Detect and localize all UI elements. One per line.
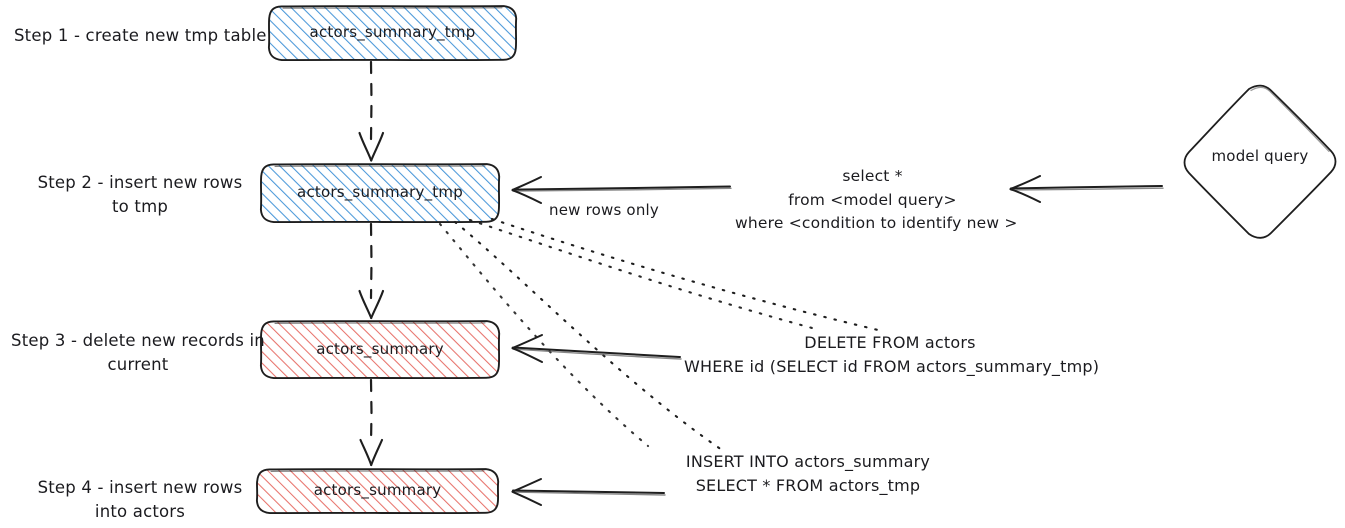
annotation-delete-sql: DELETE FROM actors WHERE id (SELECT id F… <box>684 333 1100 376</box>
edge-label-new-rows-only: new rows only <box>549 201 659 219</box>
model-query-diamond[interactable] <box>1183 84 1337 239</box>
arrow-delete-to-step3 <box>511 334 682 363</box>
step-1-label: Step 1 - create new tmp table <box>14 26 267 45</box>
model-query-diamond-sketch <box>1250 86 1330 153</box>
step-2-box[interactable] <box>259 163 501 224</box>
dotted-leader-insert <box>438 220 724 452</box>
step-1-box-outline <box>267 5 518 62</box>
step-2-box-outline <box>259 163 501 224</box>
arrow-new-rows-only <box>511 176 732 204</box>
annotation-insert-sql: INSERT INTO actors_summary SELECT * FROM… <box>685 452 931 495</box>
step-1-box[interactable] <box>267 5 518 62</box>
step-2-box-fill <box>261 164 499 222</box>
step-4-box-fill <box>257 469 498 513</box>
step-3-box-outline <box>259 320 501 380</box>
step-3-box[interactable] <box>259 320 501 380</box>
dotted-leader-delete <box>468 217 880 332</box>
arrow-step2-to-step3 <box>358 222 385 320</box>
annotation-model-query-sql: select * from <model query> where <condi… <box>735 167 1018 233</box>
arrow-model-query <box>1009 175 1164 203</box>
arrow-insert-to-step4 <box>511 478 666 506</box>
step-1-box-fill <box>269 6 516 60</box>
step-2-label: Step 2 - insert new rows to tmp <box>37 173 243 216</box>
step-4-box[interactable] <box>255 468 500 515</box>
step-4-label: Step 4 - insert new rows into actors <box>37 478 243 521</box>
arrow-step1-to-step2 <box>358 60 385 162</box>
arrow-step3-to-step4 <box>359 378 384 467</box>
step-3-box-fill <box>261 321 499 378</box>
step-4-box-outline <box>255 468 500 515</box>
model-query-diamond-shape <box>1183 84 1337 239</box>
step-3-label: Step 3 - delete new records in current <box>11 331 265 374</box>
